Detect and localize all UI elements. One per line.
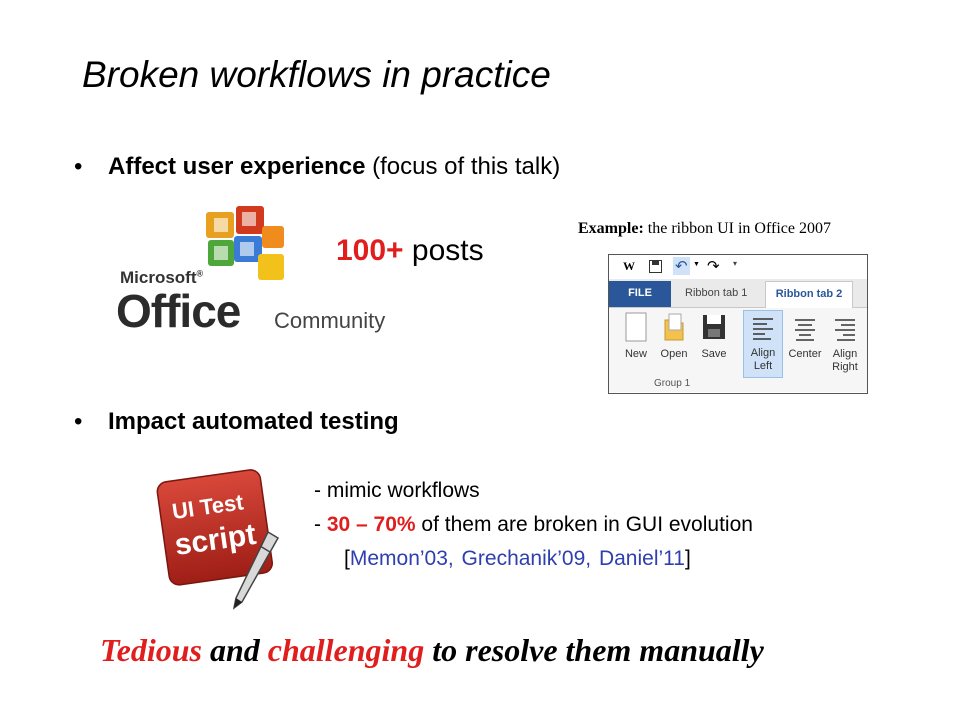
- ui-test-script-icon: UI Test script: [150, 462, 285, 612]
- open-button[interactable]: Open: [657, 312, 691, 361]
- open-label: Open: [660, 348, 688, 360]
- bullet-impact-automated-testing: • Impact automated testing: [74, 408, 399, 436]
- example-text: the ribbon UI in Office 2007: [643, 220, 831, 237]
- citation-bracket-open: [: [344, 547, 350, 570]
- office-community-logo: [116, 204, 406, 344]
- tab-ribbon-2[interactable]: Ribbon tab 2: [765, 281, 853, 308]
- conclusion: Tedious and challenging to resolve them …: [100, 632, 764, 669]
- quick-access-toolbar: W ↶ ▼ ↷ ▾: [609, 255, 867, 279]
- testing-line-1: - mimic workflows: [314, 479, 480, 502]
- align-right-label: Align Right: [832, 348, 858, 373]
- citations: [Memon’03, Grechanik’09, Daniel’11]: [344, 547, 691, 571]
- new-button[interactable]: New: [619, 312, 653, 361]
- bullet-dot: •: [74, 408, 83, 435]
- slide-title: Broken workflows in practice: [82, 54, 551, 95]
- undo-icon: ↶: [673, 257, 690, 275]
- testing-line-2-text: of them are broken in GUI evolution: [415, 513, 753, 536]
- ribbon-tabs: FILE Ribbon tab 1 Ribbon tab 2: [609, 279, 867, 308]
- citation-bracket-close: ]: [684, 547, 691, 570]
- posts-number: 100+: [336, 234, 404, 267]
- logo-office: Office: [116, 285, 241, 337]
- broken-percentage: 30 – 70%: [326, 513, 416, 536]
- redo-icon: ↷: [707, 258, 720, 275]
- align-center-icon: [795, 319, 815, 341]
- save-disk-icon: [703, 315, 725, 339]
- logo-registered-mark: ®: [196, 268, 204, 279]
- logo-microsoft: Microsoft®: [120, 268, 204, 287]
- center-button[interactable]: Center: [787, 312, 823, 361]
- ribbon-group: New Open Save Align Left Center Align Ri…: [609, 308, 867, 392]
- customize-icon: ▾: [733, 259, 738, 268]
- save-label: Save: [701, 348, 727, 360]
- logo-community: Community: [274, 308, 386, 333]
- align-left-label: Align Left: [750, 347, 776, 372]
- save-button[interactable]: Save: [697, 312, 731, 361]
- align-left-button[interactable]: Align Left: [743, 310, 783, 378]
- testing-dash: -: [314, 513, 327, 536]
- bullet-bold: Affect user experience: [108, 153, 366, 180]
- testing-line-2: - 30 – 70% of them are broken in GUI evo…: [314, 513, 753, 537]
- conclusion-tedious: Tedious: [100, 632, 202, 668]
- conclusion-rest: to resolve them manually: [424, 632, 764, 668]
- bullet-dot: •: [74, 153, 83, 180]
- posts-count: 100+ posts: [336, 234, 484, 268]
- office-logo-icon: [206, 206, 284, 280]
- fountain-pen-icon: [232, 530, 280, 610]
- ribbon-example-caption: Example: the ribbon UI in Office 2007: [578, 220, 831, 238]
- group-label: Group 1: [654, 378, 691, 389]
- script-badge-icon: UI Test script: [156, 469, 280, 610]
- open-folder-icon: [664, 313, 684, 341]
- citation-refs: Memon’03, Grechanik’09, Daniel’11: [349, 547, 685, 570]
- align-right-button[interactable]: Align Right: [827, 312, 863, 374]
- bullet-bold: Impact automated testing: [108, 408, 399, 435]
- posts-label: posts: [403, 234, 484, 267]
- conclusion-and: and: [201, 632, 268, 668]
- word-icon: W: [623, 259, 635, 273]
- ribbon-screenshot: W ↶ ▼ ↷ ▾ FILE Ribbon tab 1 Ribbon tab 2…: [608, 254, 868, 394]
- example-label: Example:: [578, 220, 644, 237]
- tab-file[interactable]: FILE: [609, 281, 671, 307]
- save-icon: [649, 260, 662, 273]
- new-document-icon: [625, 312, 647, 342]
- tab-ribbon-1[interactable]: Ribbon tab 1: [685, 287, 748, 299]
- bullet-rest: (focus of this talk): [365, 153, 561, 180]
- bullet-affect-user-experience: • Affect user experience (focus of this t…: [74, 153, 560, 181]
- center-label: Center: [788, 348, 822, 360]
- align-left-icon: [753, 318, 773, 340]
- chevron-down-icon: ▼: [693, 261, 700, 268]
- conclusion-challenging: challenging: [267, 632, 425, 668]
- align-right-icon: [835, 319, 855, 341]
- new-label: New: [624, 348, 647, 360]
